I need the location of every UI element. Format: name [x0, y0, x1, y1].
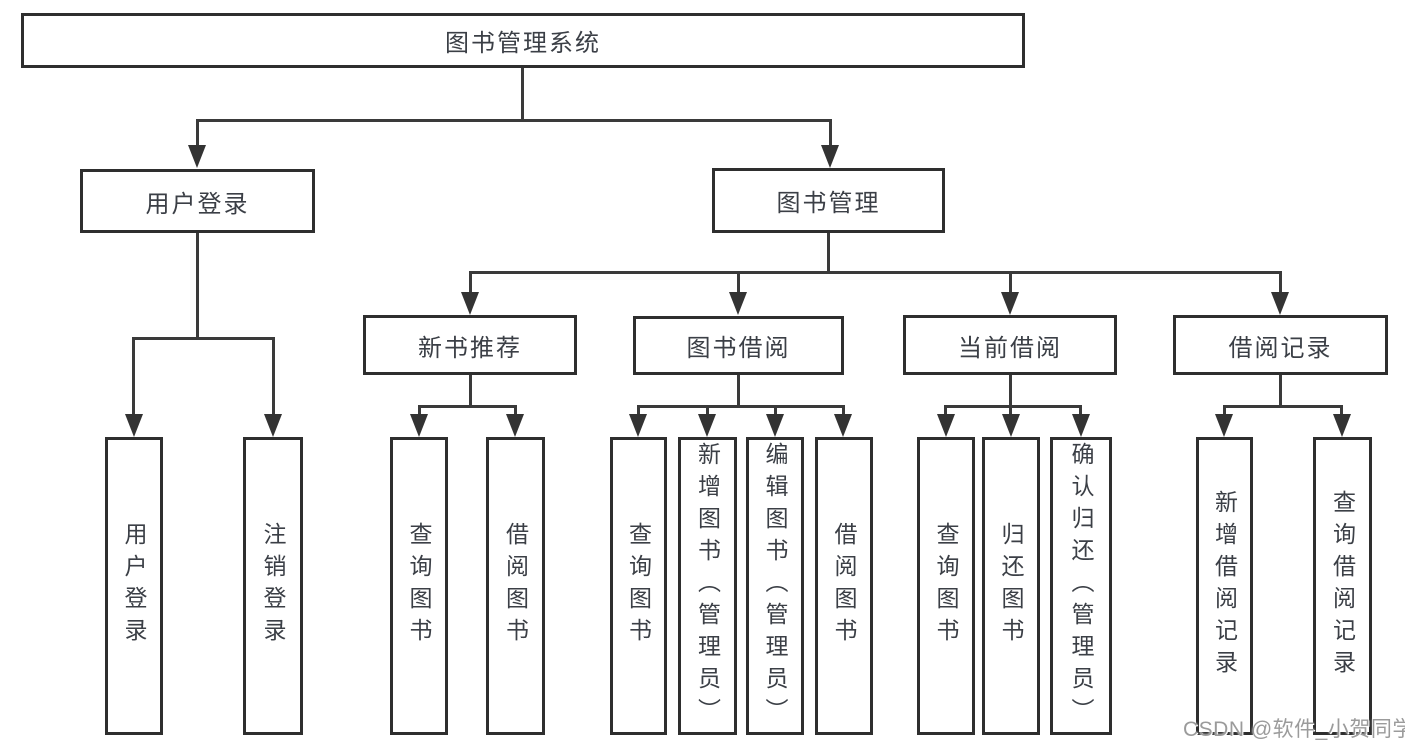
edge-line — [521, 68, 524, 122]
edge-line — [196, 119, 832, 122]
edge-line — [196, 119, 199, 148]
edge-line — [469, 271, 1282, 274]
edge-arrowhead-down-icon — [834, 414, 852, 437]
edge-arrowhead-down-icon — [1002, 414, 1020, 437]
leaf-confirm-return-admin: 确认归还（管理员） — [1050, 437, 1112, 735]
edge-line — [1223, 405, 1226, 417]
edge-line — [706, 405, 709, 417]
edge-line — [514, 405, 517, 417]
leaf-add-books-admin: 新增图书（管理员） — [678, 437, 737, 735]
edge-line — [132, 337, 135, 417]
edge-arrowhead-down-icon — [461, 292, 479, 315]
edge-line — [1079, 405, 1082, 417]
node-user-login: 用户登录 — [80, 169, 315, 233]
edge-line — [132, 337, 275, 340]
edge-arrowhead-down-icon — [410, 414, 428, 437]
edge-line — [469, 271, 472, 297]
edge-line — [737, 375, 740, 408]
edge-arrowhead-down-icon — [1271, 292, 1289, 315]
leaf-return-books: 归还图书 — [982, 437, 1040, 735]
edge-line — [637, 405, 640, 417]
edge-line — [1279, 271, 1282, 297]
edge-arrowhead-down-icon — [125, 414, 143, 437]
node-borrowing-records: 借阅记录 — [1173, 315, 1388, 375]
edge-arrowhead-down-icon — [264, 414, 282, 437]
edge-arrowhead-down-icon — [188, 145, 206, 168]
edge-arrowhead-down-icon — [937, 414, 955, 437]
leaf-query-books-borrowing: 查询图书 — [610, 437, 667, 735]
edge-line — [842, 405, 845, 417]
edge-line — [829, 119, 832, 148]
edge-line — [272, 337, 275, 417]
edge-line — [418, 405, 421, 417]
leaf-query-books-recommend: 查询图书 — [390, 437, 448, 735]
edge-arrowhead-down-icon — [629, 414, 647, 437]
leaf-user-login: 用户登录 — [105, 437, 163, 735]
node-library-system: 图书管理系统 — [21, 13, 1025, 68]
edge-arrowhead-down-icon — [1072, 414, 1090, 437]
edge-line — [418, 405, 517, 408]
edge-arrowhead-down-icon — [766, 414, 784, 437]
edge-arrowhead-down-icon — [1001, 292, 1019, 315]
edge-arrowhead-down-icon — [1215, 414, 1233, 437]
node-new-book-recommend: 新书推荐 — [363, 315, 577, 375]
edge-arrowhead-down-icon — [1333, 414, 1351, 437]
edge-line — [469, 375, 472, 408]
edge-arrowhead-down-icon — [729, 292, 747, 315]
leaf-query-books-current: 查询图书 — [917, 437, 975, 735]
node-book-borrowing: 图书借阅 — [633, 316, 844, 375]
leaf-query-borrow-record: 查询借阅记录 — [1313, 437, 1372, 735]
edge-line — [1223, 405, 1343, 408]
edge-arrowhead-down-icon — [698, 414, 716, 437]
edge-line — [1340, 405, 1343, 417]
node-book-management: 图书管理 — [712, 168, 945, 233]
edge-line — [827, 233, 830, 274]
edge-line — [774, 405, 777, 417]
edge-line — [1009, 271, 1012, 297]
leaf-add-borrow-record: 新增借阅记录 — [1196, 437, 1253, 735]
edge-line — [944, 405, 947, 417]
watermark: CSDN @软件_小贺同学 — [1183, 718, 1405, 741]
leaf-borrow-books-recommend: 借阅图书 — [486, 437, 545, 735]
leaf-logout: 注销登录 — [243, 437, 303, 735]
edge-line — [1279, 375, 1282, 408]
edge-line — [637, 405, 845, 408]
leaf-borrow-books-borrowing: 借阅图书 — [815, 437, 873, 735]
edge-line — [737, 271, 740, 297]
edge-line — [1009, 375, 1012, 408]
edge-line — [1009, 405, 1012, 417]
edge-arrowhead-down-icon — [506, 414, 524, 437]
edge-line — [944, 405, 1082, 408]
leaf-edit-books-admin: 编辑图书（管理员） — [746, 437, 804, 735]
node-current-borrowing: 当前借阅 — [903, 315, 1117, 375]
edge-line — [196, 233, 199, 340]
edge-arrowhead-down-icon — [821, 145, 839, 168]
